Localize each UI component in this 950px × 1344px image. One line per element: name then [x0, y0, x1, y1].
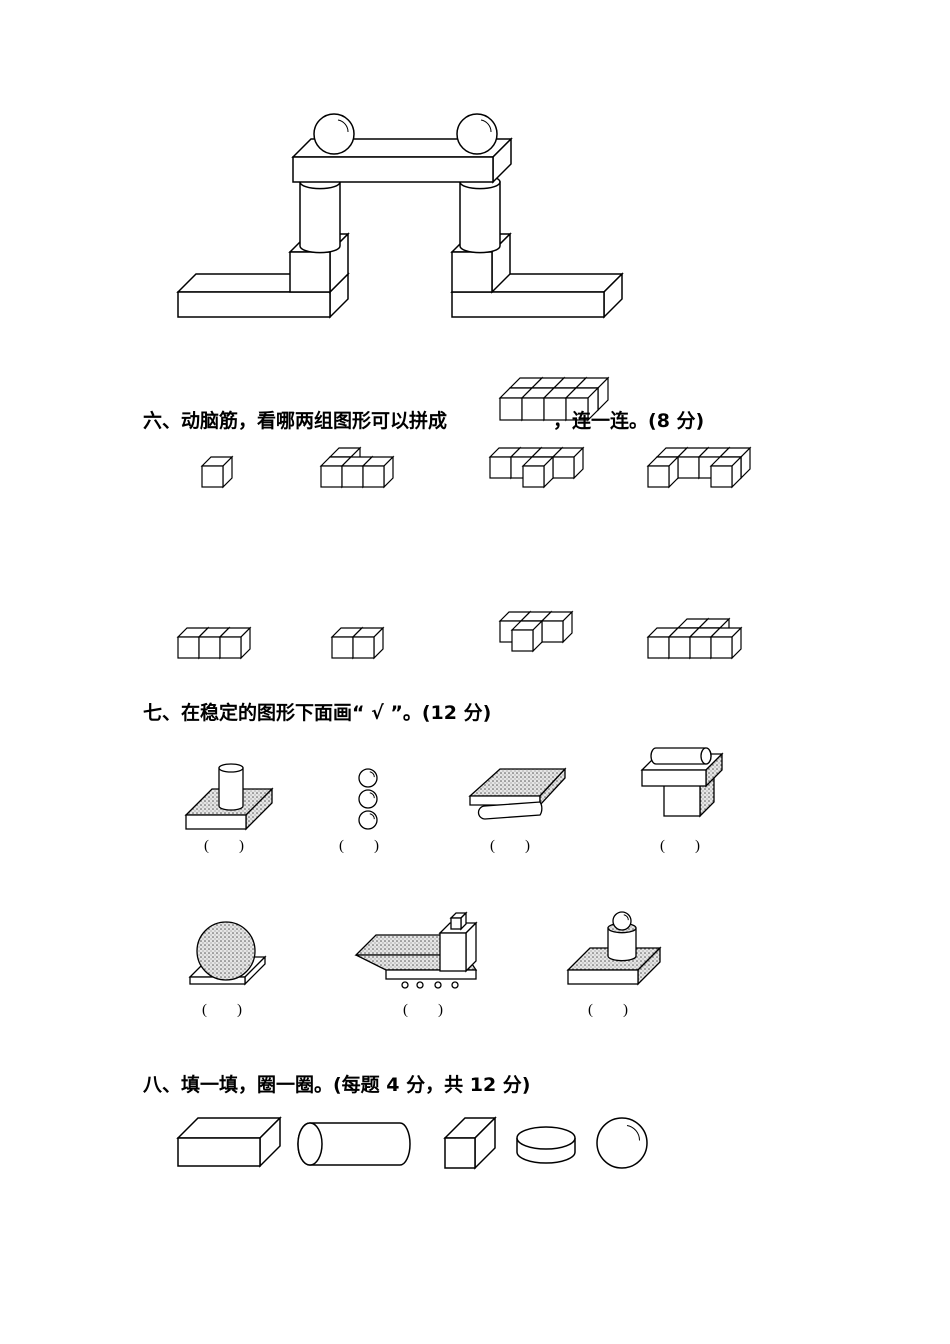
cube-front	[444, 1137, 476, 1169]
answer-blank-4[interactable]: ( )	[660, 838, 700, 854]
cube-front	[668, 636, 691, 659]
small-cube-front	[450, 917, 462, 930]
left-sphere	[313, 113, 355, 155]
plate-3-front	[567, 969, 639, 985]
wheel-1	[401, 981, 409, 989]
right-cylinder-body	[459, 181, 501, 254]
pillar-front	[663, 782, 701, 817]
cube-front	[565, 397, 589, 421]
disc-top	[516, 1126, 576, 1150]
tall-box-front	[439, 932, 467, 972]
wheel-3	[434, 981, 442, 989]
cube-front	[219, 636, 242, 659]
answer-blank-2[interactable]: ( )	[339, 838, 379, 854]
section-6-text-end: ，连一连。(8 分)	[553, 410, 705, 432]
cube-front	[341, 465, 364, 488]
section-8-title: 八、填一填，圈一圈。(每题 4 分，共 12 分)	[143, 1074, 531, 1096]
left-cube-front	[289, 251, 331, 293]
cube-front	[362, 465, 385, 488]
left-sphere-highlight	[337, 119, 349, 133]
sphere	[596, 1117, 648, 1169]
lying-cylinder	[477, 801, 543, 820]
cube-groups	[176, 376, 752, 660]
stacked-ball-2	[358, 789, 378, 809]
right-sphere	[456, 113, 498, 155]
cube-front	[647, 636, 670, 659]
cart-front	[385, 969, 477, 980]
cube-front	[489, 456, 512, 479]
wheel-4	[451, 981, 459, 989]
section-7-title: 七、在稳定的图形下面画“ √ ”。(12 分)	[143, 702, 492, 724]
section-6-text: 六、动脑筋，看哪两组图形可以拼成	[143, 410, 448, 432]
stacked-ball-3-highlight	[369, 813, 375, 820]
cylinder-end	[700, 747, 712, 765]
cylinder-end	[297, 1122, 323, 1166]
stacked-ball-1-highlight	[369, 771, 375, 778]
stability-figures	[184, 747, 724, 989]
stacked-ball-3	[358, 810, 378, 830]
cube-front	[710, 465, 733, 488]
short-cylinder-body	[607, 927, 637, 962]
slab-on-pillar-front	[641, 769, 707, 787]
solid-shapes	[176, 1116, 648, 1170]
answer-blank-1[interactable]: ( )	[204, 838, 244, 854]
cube-front	[677, 456, 700, 479]
answer-blank-5[interactable]: ( )	[202, 1002, 242, 1018]
top-slab-front	[292, 156, 494, 183]
answer-blank-7[interactable]: ( )	[588, 1002, 628, 1018]
cube-front	[541, 620, 564, 643]
cylinder-on-plate-body	[218, 767, 244, 811]
cube-front	[331, 636, 354, 659]
cube-front	[710, 636, 733, 659]
cube-front	[689, 636, 712, 659]
cube-front	[352, 636, 375, 659]
cube-front	[552, 456, 575, 479]
cube-front	[198, 636, 221, 659]
stacked-ball-1	[358, 768, 378, 788]
plate-1-front	[185, 814, 247, 830]
cuboid-front	[177, 1137, 261, 1167]
cube-front	[647, 465, 670, 488]
right-cube-front	[451, 251, 493, 293]
section-6-title: 六、动脑筋，看哪两组图形可以拼成 ，连一连。(8 分)	[143, 406, 704, 433]
wheel-2	[416, 981, 424, 989]
sphere-highlight	[626, 1125, 641, 1141]
answer-blank-3[interactable]: ( )	[490, 838, 530, 854]
cube-front	[320, 465, 343, 488]
answer-blank-6[interactable]: ( )	[403, 1002, 443, 1018]
cube-front	[511, 629, 534, 652]
right-base-slab-front	[451, 291, 605, 318]
ball-on-cylinder-highlight	[623, 914, 629, 921]
dotted-ball	[196, 921, 256, 981]
left-base-slab-front	[177, 291, 331, 318]
cube-front	[522, 465, 545, 488]
right-sphere-highlight	[480, 119, 492, 133]
stacked-ball-2-highlight	[369, 792, 375, 799]
block-bridge-figure	[176, 113, 624, 319]
cylinder-on-plate-top	[218, 763, 244, 773]
left-cylinder-body	[299, 181, 341, 254]
cube-front	[177, 636, 200, 659]
cube-front	[201, 465, 224, 488]
ball-on-cylinder	[612, 911, 632, 931]
